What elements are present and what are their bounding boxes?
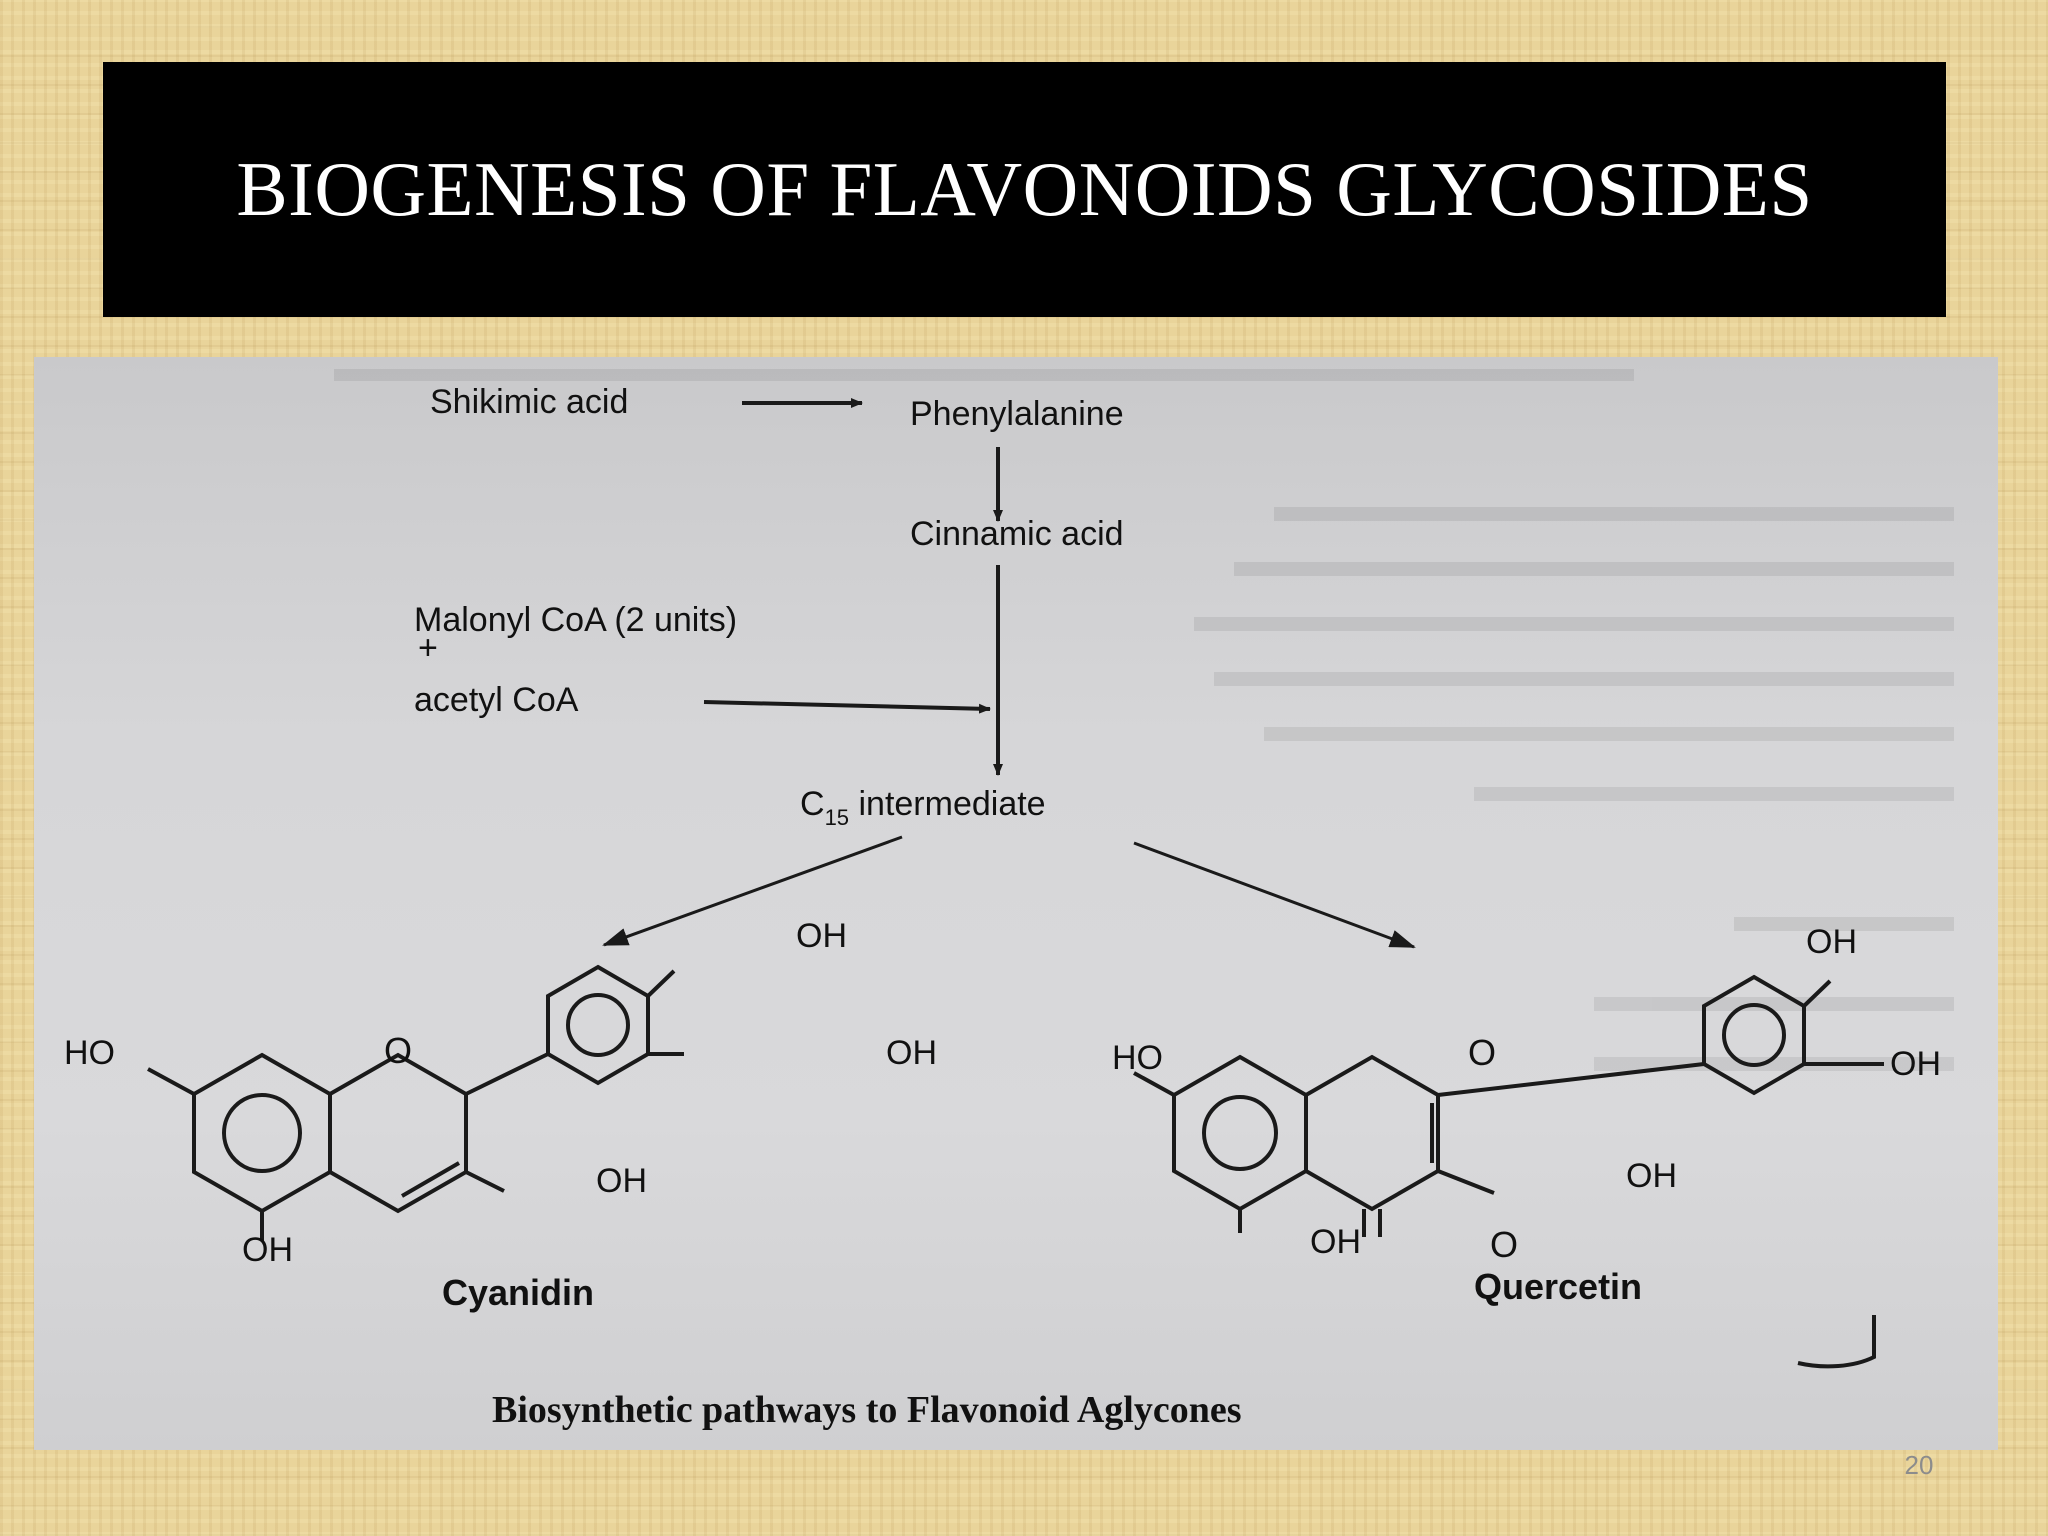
label-malonyl-coa: Malonyl CoA (2 units) (414, 601, 737, 639)
quercetin-oh-bottom: OH (1310, 1223, 1361, 1261)
cyanidin-oh-bottom: OH (242, 1231, 293, 1269)
quercetin-structure (1133, 974, 1884, 1237)
label-shikimic-acid: Shikimic acid (430, 383, 628, 421)
slide-number: 20 (1904, 1450, 1934, 1480)
pen-mark (1797, 1315, 1876, 1369)
cyanidin-structure (147, 964, 684, 1241)
quercetin-name: Quercetin (1474, 1266, 1642, 1307)
pathway-photo: Shikimic acid Phenylalanine Cinnamic aci… (34, 357, 1998, 1450)
label-plus: + (418, 629, 438, 667)
quercetin-oh-top: OH (1806, 923, 1857, 961)
figure-caption: Biosynthetic pathways to Flavonoid Aglyc… (492, 1389, 1242, 1431)
arrow-c15-to-quercetin (1133, 841, 1416, 949)
label-cinnamic-acid: Cinnamic acid (910, 515, 1124, 553)
cyanidin-oh-right: OH (886, 1034, 937, 1072)
slide-title: BIOGENESIS OF FLAVONOIDS GLYCOSIDES (236, 146, 1813, 232)
pathway-arrows (602, 398, 1416, 949)
quercetin-ho-left: HO (1112, 1039, 1163, 1077)
cyanidin-ho-left: HO (64, 1034, 115, 1072)
quercetin-oh-right: OH (1890, 1045, 1941, 1083)
cyanidin-ring-c (329, 1052, 468, 1214)
cyanidin-ring-b (546, 964, 650, 1086)
quercetin-oh-c3: OH (1626, 1157, 1677, 1195)
quercetin-ring-a (1172, 1054, 1308, 1212)
quercetin-ring-b (1702, 974, 1806, 1096)
quercetin-ring-oxygen: O (1468, 1032, 1496, 1073)
quercetin-carbonyl-oxygen: O (1490, 1224, 1518, 1265)
cyanidin-name: Cyanidin (442, 1272, 594, 1313)
quercetin-ring-c (1305, 1054, 1440, 1212)
cyanidin-ring-oxygen: O (384, 1030, 412, 1071)
background-text-shadow (334, 369, 1954, 1071)
cyanidin-ring-a (192, 1052, 332, 1214)
label-acetyl-coa: acetyl CoA (414, 681, 579, 719)
cyanidin-oh-c3: OH (596, 1162, 647, 1200)
label-c15-intermediate: C15 intermediate (800, 785, 1046, 830)
pathway-diagram: Shikimic acid Phenylalanine Cinnamic aci… (64, 369, 1954, 1431)
arrow-c15-to-cyanidin (602, 835, 903, 947)
title-bar: BIOGENESIS OF FLAVONOIDS GLYCOSIDES (103, 62, 1946, 317)
label-phenylalanine: Phenylalanine (910, 395, 1124, 433)
cyanidin-oh-top: OH (796, 917, 847, 955)
arrow-acetyl-to-main (703, 700, 991, 714)
